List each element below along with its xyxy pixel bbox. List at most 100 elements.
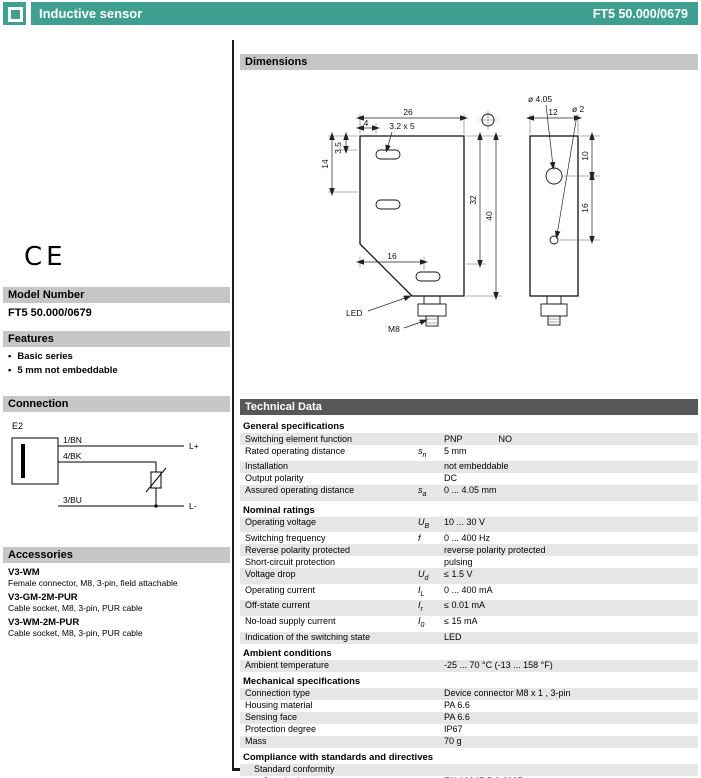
spec-label: Ambient temperature	[245, 660, 330, 671]
spec-row: Indication of the switching state LED	[240, 631, 698, 644]
connection-diagram: E2 1/BN L+ 4/BK 3/BU L-	[11, 421, 199, 511]
accessories-heading: Accessories	[3, 547, 230, 563]
spec-value: 10 ... 30 V	[444, 517, 486, 528]
thread-label: M8	[388, 324, 400, 334]
spec-value: reverse polarity protected	[444, 544, 546, 555]
feature-item: • Basic series	[8, 351, 226, 362]
bullet-icon: •	[8, 365, 12, 376]
spec-row: No-load supply current I0 ≤ 15 mA	[240, 616, 698, 632]
spec-label: Operating current	[245, 584, 316, 595]
dimensions-heading: Dimensions	[240, 54, 698, 70]
junction-dot	[154, 504, 158, 508]
spec-value: -25 ... 70 °C (-13 ... 158 °F)	[444, 660, 553, 671]
side-view-drawing: 12 ø 4.05 ø 2 10 16	[526, 94, 600, 326]
spec-value: 5 mm	[444, 445, 467, 456]
brand-icon	[3, 2, 26, 25]
spec-value: PA 6.6	[444, 700, 470, 711]
dim-label-side-top: 10	[580, 151, 590, 161]
terminal-label-1: L+	[189, 441, 199, 451]
spec-label: Reverse polarity protected	[245, 544, 351, 555]
accessories-list: V3-WM Female connector, M8, 3-pin, field…	[8, 567, 226, 642]
spec-value: 70 g	[444, 736, 462, 747]
m8-connector	[417, 295, 447, 327]
brand-square-icon	[8, 7, 23, 22]
spec-label: Output polarity	[245, 473, 304, 484]
spec-label: Housing material	[245, 700, 313, 711]
spec-symbol: I0	[418, 616, 425, 630]
spec-row: Protection degree IP67	[240, 724, 698, 736]
connection-heading: Connection	[3, 396, 230, 412]
technical-data-heading: Technical Data	[240, 399, 698, 415]
feature-label: 5 mm not embeddable	[17, 365, 118, 376]
dim-label-front-inner: 16	[387, 251, 397, 261]
spec-value: IP67	[444, 724, 463, 735]
front-view-drawing: 26 4 3.2 x 5 3.5 14 16 32 40	[320, 107, 502, 334]
sensor-symbol	[11, 437, 59, 485]
pin-label-3: 3/BU	[63, 495, 82, 505]
spec-symbol: f	[418, 532, 421, 543]
features-list: • Basic series • 5 mm not embeddable	[8, 351, 226, 379]
feature-item: • 5 mm not embeddable	[8, 365, 226, 376]
slot-hole	[375, 199, 401, 210]
spec-label: Off-state current	[245, 600, 310, 611]
accessory-name: V3-WM	[8, 567, 40, 578]
spec-label: Indication of the switching state	[245, 632, 371, 643]
dim-label-edge-top: 3.5	[333, 142, 343, 154]
spec-value: 0 ... 400 mA	[444, 584, 493, 595]
spec-row: Standards EN 60947-5-2:2007IEC 60947-5-2:…	[240, 776, 698, 778]
spec-value: ≤ 1.5 V	[444, 568, 473, 579]
accessory-desc: Cable socket, M8, 3-pin, PUR cable	[8, 628, 143, 638]
accessory-desc: Female connector, M8, 3-pin, field attac…	[8, 578, 178, 588]
spec-group-title: Ambient conditions	[243, 647, 332, 659]
accessory-name: V3-GM-2M-PUR	[8, 592, 78, 603]
mounting-hole-crosshair-icon	[479, 111, 497, 129]
dim-label-hole-large: ø 4.05	[528, 94, 552, 104]
m8-connector-side	[540, 295, 568, 326]
spec-value: not embeddable	[444, 461, 509, 472]
spec-label: Protection degree	[245, 724, 317, 735]
dim-label-front-height: 40	[484, 211, 494, 221]
spec-row: Output polarity DC	[240, 473, 698, 485]
model-number-value: FT5 50.000/0679	[8, 307, 92, 319]
spec-value: DC	[444, 473, 457, 484]
spec-group-title: Nominal ratings	[243, 504, 315, 516]
dim-label-front-width: 26	[403, 107, 413, 117]
diagram-ref-label: E2	[12, 421, 23, 431]
dim-label-slot-size: 3.2 x 5	[389, 121, 415, 131]
spec-label: No-load supply current	[245, 616, 336, 627]
features-heading: Features	[3, 331, 230, 347]
feature-label: Basic series	[17, 351, 73, 362]
led-label: LED	[346, 308, 363, 318]
spec-value: PA 6.6	[444, 712, 470, 723]
spec-value: LED	[444, 632, 462, 643]
spec-symbol: sa	[418, 485, 427, 499]
column-divider	[232, 40, 234, 768]
spec-value: EN 60947-5-2:2007IEC 60947-5-2:2007	[444, 776, 698, 778]
slot-hole	[415, 271, 441, 282]
spec-label: Connection type	[245, 688, 311, 699]
terminal-label-3: L-	[189, 501, 197, 511]
spec-label: Short-circuit protection	[245, 556, 336, 567]
pin-label-2: 4/BK	[63, 451, 82, 461]
dim-label-side-width: 12	[548, 107, 558, 117]
dimensions-drawing: 26 4 3.2 x 5 3.5 14 16 32 40	[320, 94, 600, 334]
spec-label: Standards	[240, 776, 418, 778]
hole-small	[549, 235, 559, 245]
spec-row: Reverse polarity protected reverse polari…	[240, 544, 698, 557]
spec-value: ≤ 15 mA	[444, 616, 478, 627]
spec-row: Ambient temperature -25 ... 70 °C (-13 ..…	[240, 659, 698, 672]
spec-label: Voltage drop	[245, 568, 296, 579]
